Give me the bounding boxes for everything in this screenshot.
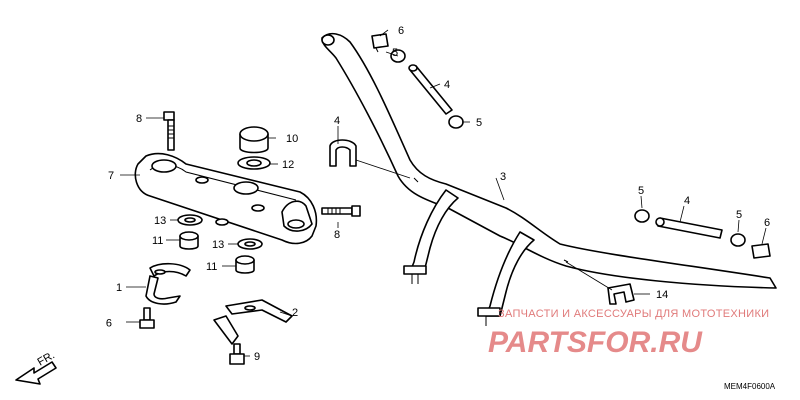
- callout-2: 2: [292, 307, 298, 319]
- callout-6: 6: [398, 25, 404, 37]
- screw-9-left: [139, 307, 155, 329]
- callout-10: 10: [286, 133, 298, 145]
- callout-9-rotated: 9: [106, 316, 112, 328]
- washer-12: [237, 156, 271, 170]
- leader-lines: [120, 29, 767, 357]
- callout-13: 13: [212, 239, 224, 251]
- callout-4: 4: [334, 115, 340, 127]
- washer-13-upper: [177, 214, 203, 226]
- damper-rod-4-right: [655, 217, 723, 239]
- callout-numbers: 6 5 4 5 4 3 5 4 5 6 14 7 8 8 10 12 13 11…: [106, 25, 770, 363]
- callout-4: 4: [684, 195, 690, 207]
- cap-5-right-b: [730, 233, 746, 247]
- callout-13: 13: [154, 215, 166, 227]
- top-bridge: [134, 152, 318, 245]
- screw-9-lower: [229, 343, 245, 365]
- callout-9: 9: [254, 351, 260, 363]
- cap-5-right-a: [634, 209, 650, 223]
- clamp-4-left: [329, 139, 357, 167]
- callout-8: 8: [136, 113, 142, 125]
- handlebar: [321, 32, 777, 326]
- diagram-code: MEM4F0600A: [724, 382, 776, 391]
- clamp-14: [607, 283, 635, 305]
- front-direction-arrow: FR.: [15, 349, 57, 385]
- callout-14: 14: [656, 289, 668, 301]
- callout-7: 7: [108, 170, 114, 182]
- nut-11-upper: [179, 231, 199, 250]
- bolt-8-upper: [163, 111, 175, 151]
- callout-11: 11: [152, 235, 163, 247]
- callout-5: 5: [638, 185, 644, 197]
- callout-3: 3: [500, 171, 506, 183]
- watermark: ЗАПЧАСТИ И АКСЕССУАРЫ ДЛЯ МОТОТЕХНИКИ PA…: [488, 308, 769, 359]
- bracket-2: [213, 299, 293, 345]
- washer-13-lower: [237, 238, 263, 250]
- clip-6-upper: [371, 33, 389, 53]
- callout-8: 8: [334, 229, 340, 241]
- watermark-logo: PARTSFOR.RU: [488, 326, 703, 359]
- callout-5: 5: [392, 47, 398, 59]
- callout-11: 11: [206, 261, 217, 273]
- watermark-text: ЗАПЧАСТИ И АКСЕССУАРЫ ДЛЯ МОТОТЕХНИКИ: [498, 308, 769, 320]
- clip-6-right: [751, 243, 771, 259]
- callout-5: 5: [736, 209, 742, 221]
- cap-5-upper-b: [448, 115, 464, 129]
- cap-10: [239, 126, 269, 154]
- bolt-8-lower: [321, 205, 361, 217]
- nut-11-lower: [235, 255, 255, 274]
- callout-12: 12: [282, 159, 294, 171]
- callout-4: 4: [444, 79, 450, 91]
- callout-5: 5: [476, 117, 482, 129]
- bracket-1: [145, 262, 191, 305]
- callout-1: 1: [116, 282, 122, 294]
- callout-6: 6: [764, 217, 770, 229]
- damper-rod-4-upper: [408, 64, 453, 115]
